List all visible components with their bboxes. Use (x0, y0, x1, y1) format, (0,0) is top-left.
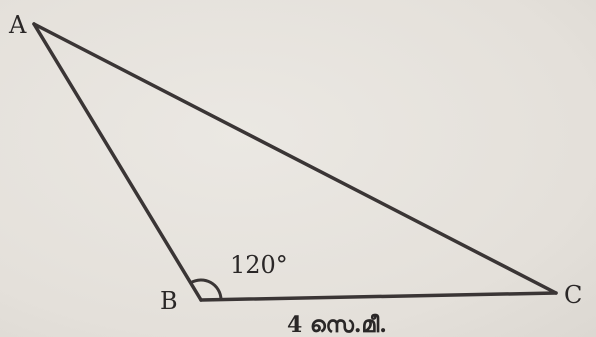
side-ac (32, 22, 558, 295)
side-length-label: 4 സെ.മീ. (287, 312, 387, 337)
vertex-label-b: B (160, 287, 178, 315)
angle-arc-b (189, 278, 223, 300)
vertex-label-c: C (564, 281, 582, 309)
side-bc (199, 291, 558, 302)
vertex-label-a: A (8, 11, 27, 39)
angle-label-b: 120° (230, 251, 288, 279)
side-ab (32, 22, 203, 302)
